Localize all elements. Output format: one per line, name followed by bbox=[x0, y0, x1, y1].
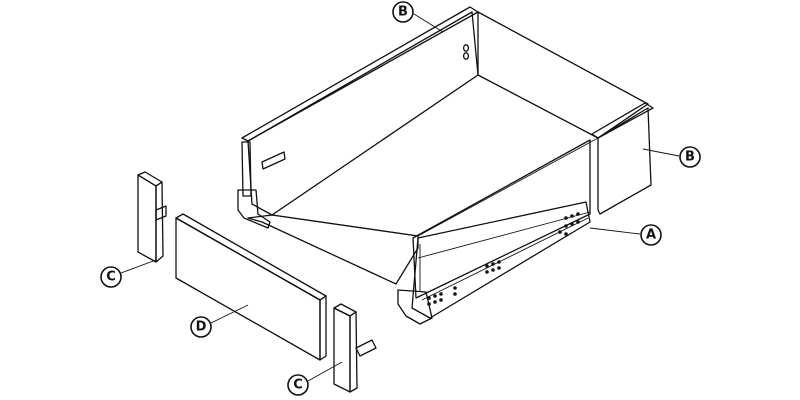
left-front-clip bbox=[237, 189, 271, 229]
callout-c-left-leader bbox=[120, 259, 157, 274]
front-bracket-bottom bbox=[333, 303, 377, 393]
drawer-box bbox=[237, 6, 654, 325]
runner-holes-front bbox=[427, 286, 457, 306]
left-front-side-tab bbox=[241, 141, 252, 197]
right-side-panel-top-edge bbox=[591, 102, 654, 139]
callout-a: A bbox=[640, 224, 662, 246]
runner-holes-rear bbox=[558, 212, 580, 236]
left-side-panel-inner bbox=[247, 11, 479, 216]
callout-a-label: A bbox=[646, 228, 656, 243]
left-panel-slot bbox=[261, 151, 286, 170]
callout-c-bottom-leader bbox=[307, 361, 343, 382]
right-front-clip bbox=[397, 289, 433, 325]
callout-b-right-leader bbox=[642, 148, 680, 157]
runner-rail bbox=[411, 201, 591, 319]
callout-b-top-leader bbox=[413, 13, 444, 33]
back-hole-bottom bbox=[462, 52, 470, 60]
front-panel bbox=[175, 213, 327, 361]
right-front-panel-stub bbox=[412, 139, 591, 299]
callout-b-right: B bbox=[679, 146, 701, 168]
callout-c-bottom: C bbox=[287, 374, 309, 396]
back-panel-inner bbox=[477, 11, 649, 139]
drawer-front-rim bbox=[247, 214, 419, 285]
callout-c-left-label: C bbox=[106, 270, 116, 285]
callout-d: D bbox=[190, 316, 212, 338]
callout-d-label: D bbox=[196, 320, 207, 335]
right-side-panel bbox=[597, 107, 652, 215]
callout-b-right-label: B bbox=[685, 150, 695, 165]
back-hole-top bbox=[462, 44, 470, 52]
callout-c-bottom-label: C bbox=[293, 378, 303, 393]
front-bracket-left bbox=[137, 171, 167, 263]
callout-d-leader bbox=[210, 304, 249, 324]
callout-b-top: B bbox=[392, 1, 414, 23]
callout-b-top-label: B bbox=[398, 5, 408, 20]
callout-c-left: C bbox=[100, 266, 122, 288]
left-side-panel-top-edge bbox=[241, 6, 479, 142]
callout-a-leader bbox=[589, 227, 641, 235]
runner-holes-middle bbox=[485, 260, 501, 274]
